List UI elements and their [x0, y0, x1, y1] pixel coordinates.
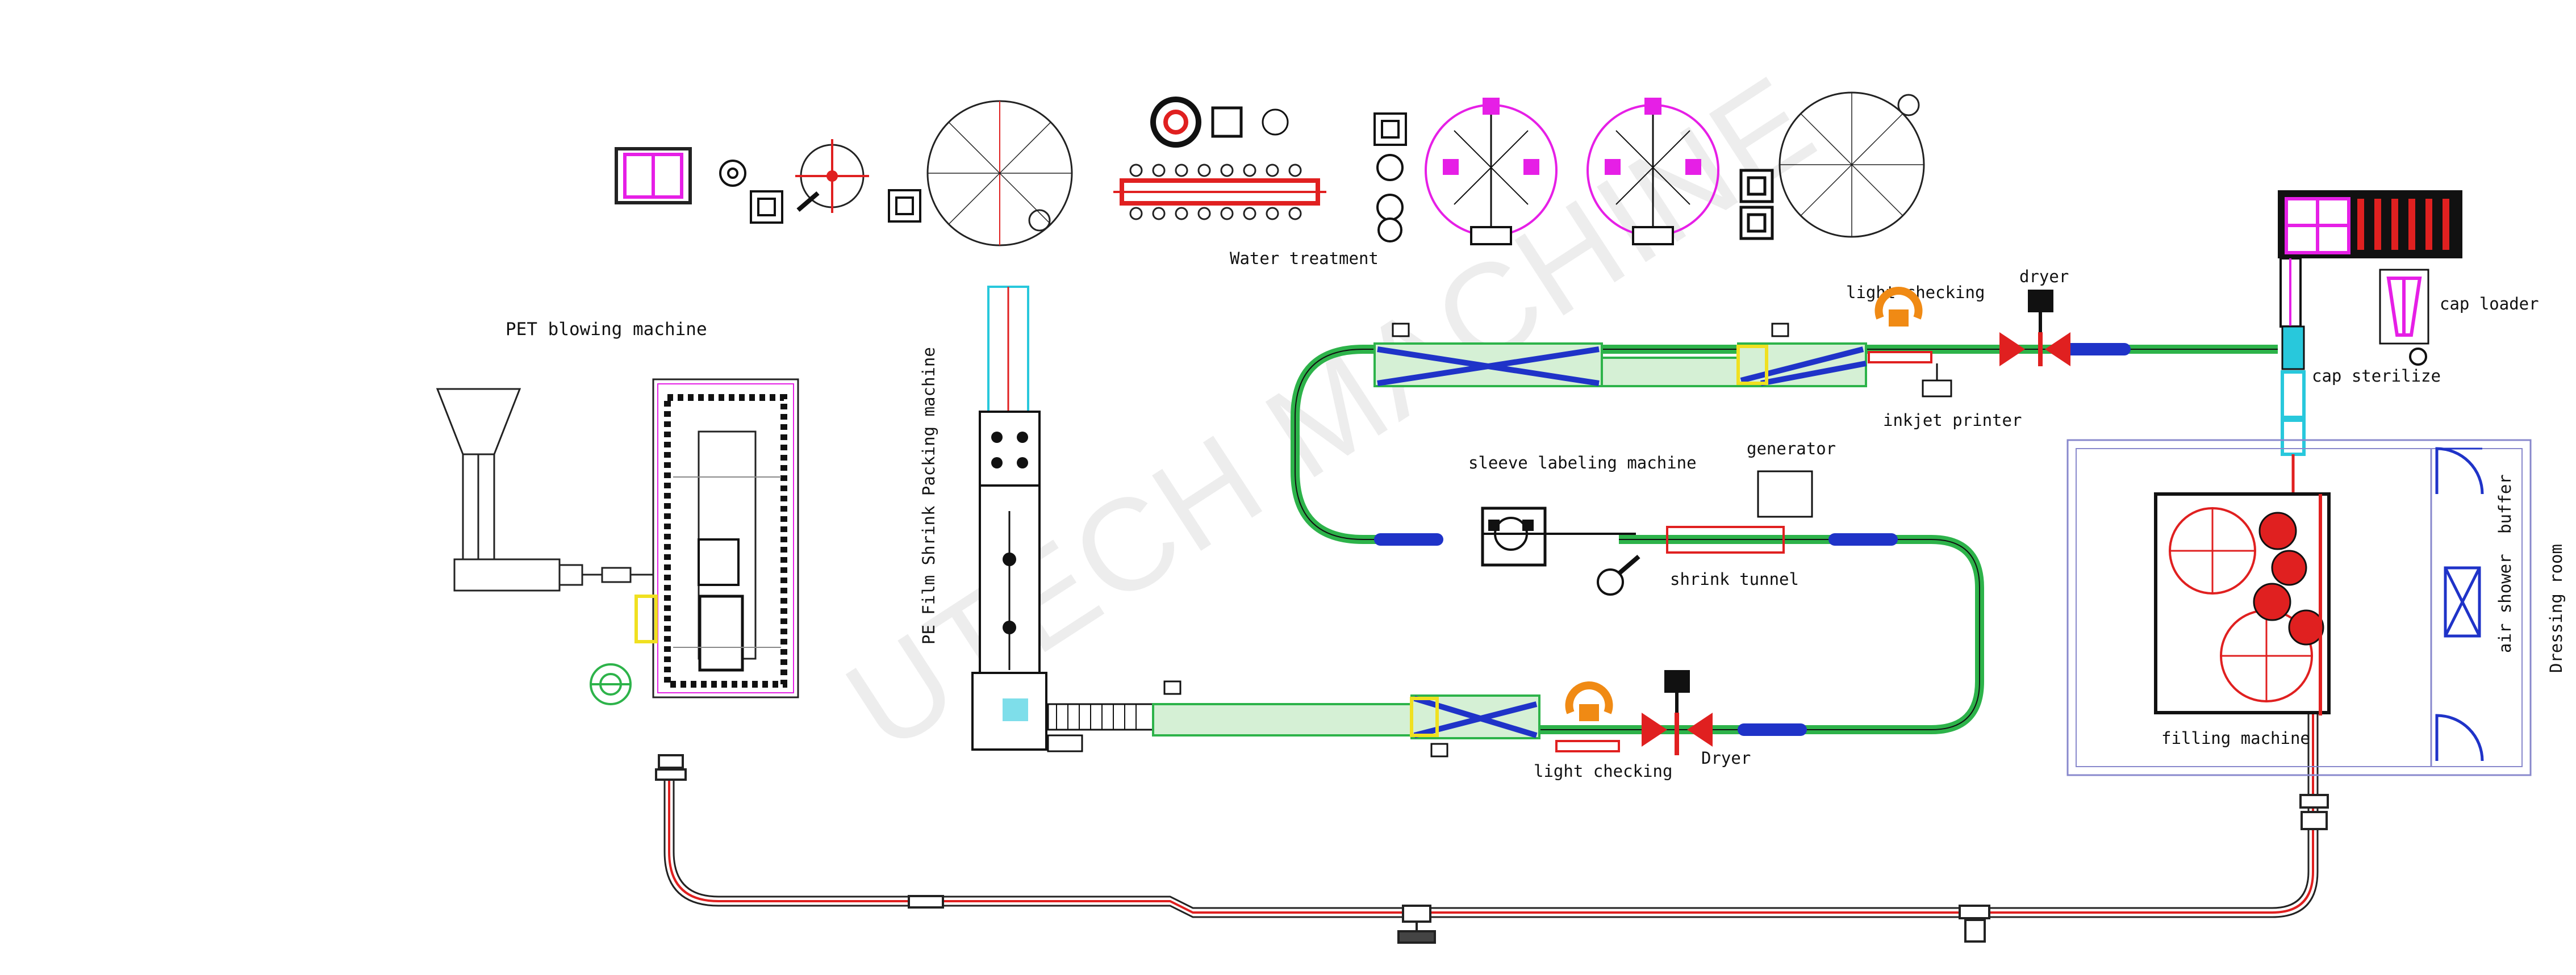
inkjet-printer: inkjet printer	[1883, 363, 2022, 430]
cap-loader-label: cap loader	[2440, 294, 2539, 313]
pe-film-label: PE Film Shrink Packing machine	[919, 347, 938, 645]
water-tank-1	[926, 100, 1073, 246]
air-shower	[2444, 566, 2481, 638]
sleeve-labeling-machine: sleeve labeling machine	[1468, 453, 1697, 596]
light-checking-top: light checking	[1846, 283, 1985, 363]
pet-blowing-label: PET blowing machine	[506, 319, 707, 340]
blowing-sensor-icon	[590, 663, 632, 705]
watermark: UTECH MACHINE	[822, 47, 1839, 779]
water-pumps	[719, 160, 921, 224]
shrink-tunnel: shrink tunnel	[1666, 526, 1799, 589]
inkjet-printer-label: inkjet printer	[1883, 411, 2022, 430]
preform-hopper	[436, 388, 653, 592]
blowing-frame	[634, 378, 799, 698]
buffer-label: buffer	[2495, 474, 2515, 534]
cap-system: cap loader cap sterilize	[2278, 190, 2539, 494]
light-checking-bottom-label: light checking	[1534, 761, 1672, 781]
light-checking-bottom: light checking	[1534, 681, 1672, 781]
sleeve-labeling-label: sleeve labeling machine	[1468, 453, 1697, 472]
dressing-room-door	[2435, 714, 2484, 761]
accumulation-table-top	[1373, 323, 1867, 387]
water-tank-2	[1778, 91, 1925, 238]
filter-tank	[795, 139, 869, 213]
cap-sterilize-label: cap sterilize	[2312, 366, 2441, 386]
mixing-tank-1	[1425, 98, 1558, 245]
dryer-bottom: Dryer	[1642, 670, 1751, 768]
bottom-return-conveyor	[655, 652, 2329, 944]
generator: generator	[1747, 439, 1836, 518]
accumulation-table-bottom	[1152, 680, 1540, 758]
mixing-tank-2	[1586, 98, 1719, 245]
generator-label: generator	[1747, 439, 1836, 458]
water-treatment-equipment: Water treatment	[615, 91, 1925, 268]
buffer-door	[2435, 447, 2484, 495]
pe-film-packing-machine: PE Film Shrink Packing machine	[919, 286, 1154, 752]
dryer-bottom-label: Dryer	[1701, 748, 1751, 768]
air-shower-label: air shower	[2495, 554, 2515, 653]
pet-blowing-machine: PET blowing machine	[436, 319, 799, 705]
filling-machine-label: filling machine	[2161, 729, 2310, 748]
water-treatment-label: Water treatment	[1230, 249, 1379, 268]
conveyor-supports	[655, 754, 2329, 944]
filling-room: filling machine buffer air shower Dressi…	[2066, 439, 2566, 776]
dryer-top: dryer	[1999, 267, 2070, 366]
shrink-tunnel-label: shrink tunnel	[1670, 570, 1799, 589]
green-conveyor-loop	[1153, 343, 2278, 736]
dryer-segments	[1374, 343, 2131, 736]
ro-system	[1113, 97, 1326, 220]
dryer-top-label: dryer	[2019, 267, 2069, 286]
cap-loader: cap loader	[2379, 269, 2539, 366]
cap-sterilize: cap sterilize	[2281, 325, 2441, 494]
filling-machine: filling machine	[2154, 492, 2331, 748]
dressing-room-label: Dressing room	[2546, 544, 2566, 673]
